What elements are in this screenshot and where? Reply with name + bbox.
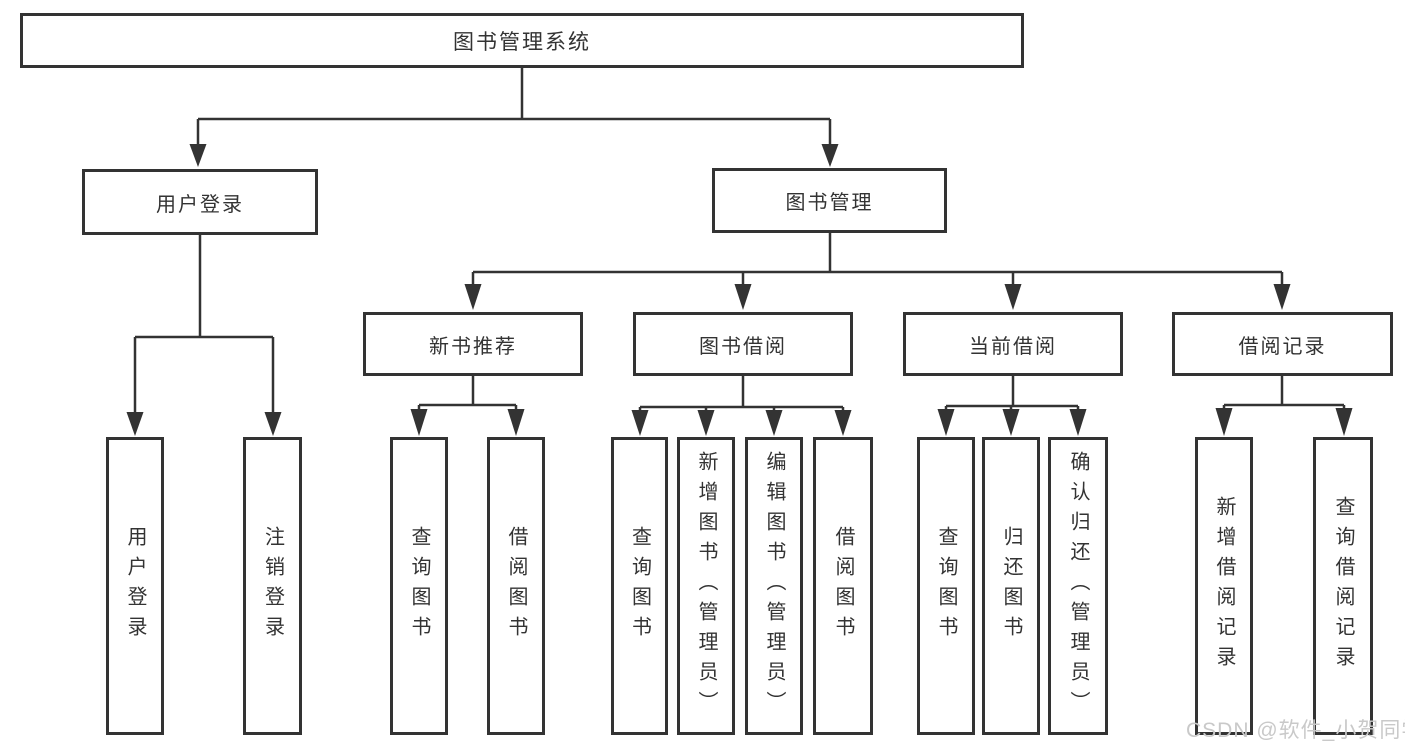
leaf-borrow-query-books: 查询图书 [611, 437, 668, 735]
arrowhead [1215, 408, 1233, 436]
leaf-current-return-books: 归还图书 [982, 437, 1040, 735]
arrowhead [410, 409, 428, 436]
arrowhead [264, 412, 282, 436]
leaf-records-query-record: 查询借阅记录 [1313, 437, 1373, 735]
leaf-borrow-edit-books-admin: 编辑图书（管理员） [745, 437, 803, 735]
leaf-label: 借阅图书 [505, 526, 527, 646]
node-current-borrowing: 当前借阅 [903, 312, 1123, 376]
node-book-borrowing: 图书借阅 [633, 312, 853, 376]
connector-borrowrecords-to-leaves [1222, 376, 1346, 410]
arrowhead [1002, 409, 1020, 436]
node-user-login: 用户登录 [82, 169, 318, 235]
arrowhead [697, 410, 715, 436]
leaf-newrec-query-books: 查询图书 [390, 437, 448, 735]
connector-root-to-level2 [196, 68, 832, 146]
leaf-records-add-record: 新增借阅记录 [1195, 437, 1253, 735]
leaf-label: 查询借阅记录 [1332, 496, 1354, 676]
leaf-current-confirm-return-admin: 确认归还（管理员） [1048, 437, 1108, 735]
arrowhead [464, 284, 482, 310]
connector-bookmgmt-to-level3 [471, 233, 1284, 286]
leaf-label: 确认归还（管理员） [1067, 451, 1089, 721]
arrowhead [1273, 284, 1291, 310]
leaf-newrec-borrow-books: 借阅图书 [487, 437, 545, 735]
leaf-label: 编辑图书（管理员） [763, 451, 785, 721]
node-root-system: 图书管理系统 [20, 13, 1024, 68]
node-book-management: 图书管理 [712, 168, 947, 233]
leaf-label: 借阅图书 [832, 526, 854, 646]
arrowhead [1004, 284, 1022, 310]
leaf-label: 归还图书 [1000, 526, 1022, 646]
arrowhead [937, 409, 955, 436]
arrowhead [834, 410, 852, 436]
leaf-current-query-books: 查询图书 [917, 437, 975, 735]
connector-currentborrow-to-leaves [944, 376, 1080, 411]
arrowhead [126, 412, 144, 436]
arrowhead [1069, 409, 1087, 436]
arrowhead [631, 410, 649, 436]
connector-bookborrow-to-leaves [638, 376, 845, 412]
leaf-label: 用户登录 [124, 526, 146, 646]
leaf-logout: 注销登录 [243, 437, 302, 735]
node-new-book-recommend: 新书推荐 [363, 312, 583, 376]
leaf-label: 查询图书 [935, 526, 957, 646]
connector-userlogin-to-leaves [133, 235, 275, 414]
node-borrow-records: 借阅记录 [1172, 312, 1393, 376]
leaf-label: 查询图书 [628, 526, 651, 646]
arrowhead [734, 284, 752, 310]
arrowhead [765, 410, 783, 436]
leaf-label: 新增图书（管理员） [695, 451, 717, 721]
csdn-watermark: CSDN @软件_小贺同学 [1186, 719, 1405, 742]
leaf-label: 查询图书 [408, 526, 430, 646]
arrowhead [507, 409, 525, 436]
leaf-borrow-borrow-books: 借阅图书 [813, 437, 873, 735]
connector-newbookrec-to-leaves [417, 376, 518, 411]
arrowhead [1335, 408, 1353, 436]
arrowhead [821, 144, 839, 167]
leaf-label: 注销登录 [261, 526, 284, 646]
leaf-label: 新增借阅记录 [1213, 496, 1235, 676]
leaf-user-login: 用户登录 [106, 437, 164, 735]
arrowhead [189, 144, 207, 167]
leaf-borrow-add-books-admin: 新增图书（管理员） [677, 437, 735, 735]
